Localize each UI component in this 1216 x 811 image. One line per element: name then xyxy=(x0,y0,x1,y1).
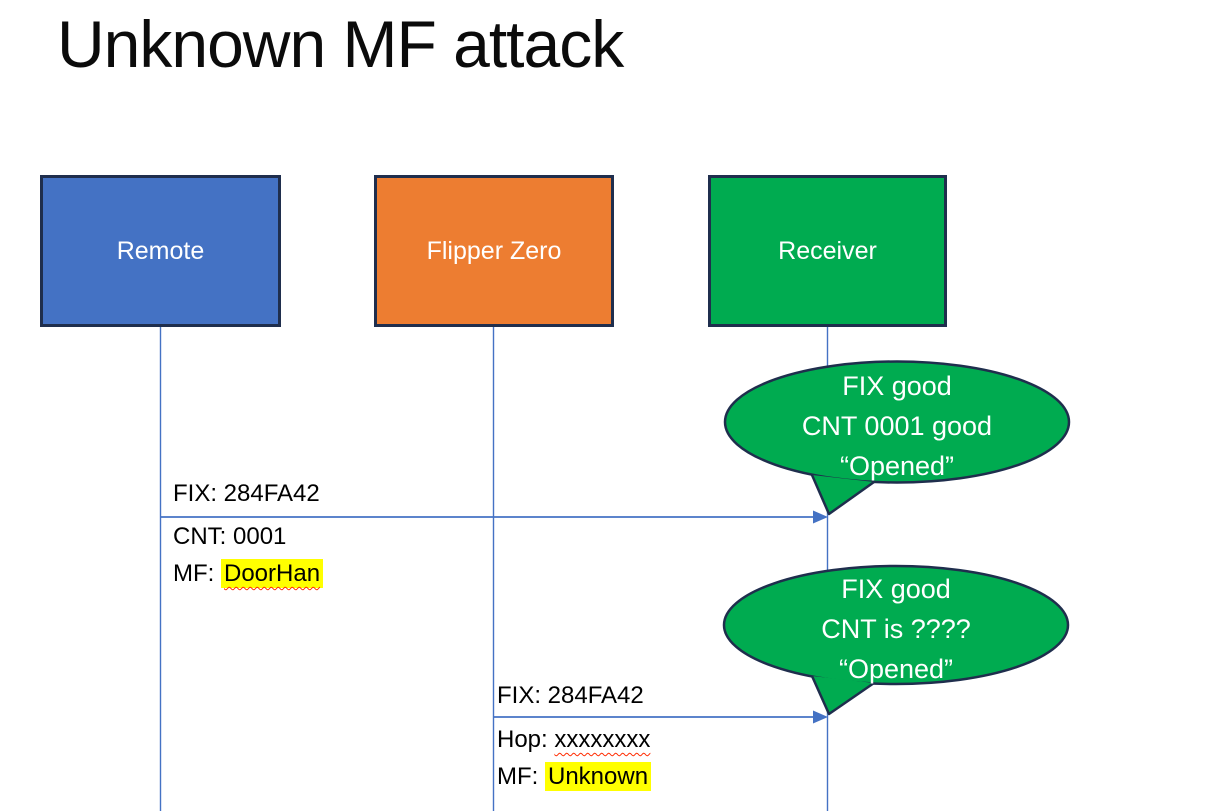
actor-label-receiver: Receiver xyxy=(778,236,877,265)
message2-line2: Hop: xxxxxxxx xyxy=(497,721,651,758)
message1-line3-prefix: MF: xyxy=(173,560,221,587)
message1-arrowhead xyxy=(813,510,828,524)
message1-line2: CNT: 0001 xyxy=(173,523,287,550)
message2-line3: MF: Unknown xyxy=(497,758,652,795)
message2-line2-prefix: Hop: xyxy=(497,726,555,753)
actor-box-receiver: Receiver xyxy=(708,175,947,327)
bubble2-line2: CNT is ???? xyxy=(821,614,971,644)
message2-arrowhead xyxy=(813,710,828,724)
bubble2-shape xyxy=(722,564,1070,716)
actor-box-remote: Remote xyxy=(40,175,281,327)
message2-line3-prefix: MF: xyxy=(497,763,545,790)
bubble1-line1: FIX good xyxy=(842,371,952,401)
bubble2-line3: “Opened” xyxy=(838,654,954,684)
message1-line3: MF: DoorHan xyxy=(173,555,324,592)
slide-title: Unknown MF attack xyxy=(57,7,624,81)
bubble1-text: FIX good CNT 0001 good “Opened” xyxy=(725,366,1069,486)
bubble2-line1: FIX good xyxy=(841,574,951,604)
message1-line3-value-highlighted: DoorHan xyxy=(221,559,324,588)
message2-label-below: Hop: xxxxxxxx MF: Unknown xyxy=(497,721,652,795)
bubble2-text: FIX good CNT is ???? “Opened” xyxy=(724,569,1068,689)
actor-box-flipper-zero: Flipper Zero xyxy=(374,175,614,327)
actor-label-remote: Remote xyxy=(116,236,205,265)
message1-label-below: CNT: 0001 MF: DoorHan xyxy=(173,518,324,592)
message2-label-above: FIX: 284FA42 xyxy=(497,682,644,709)
message2-line2-value-squiggle: xxxxxxxx xyxy=(554,726,651,753)
message1-label-above: FIX: 284FA42 xyxy=(173,480,320,507)
bubble1-line2: CNT 0001 good xyxy=(801,411,993,441)
message2-line3-value-highlighted: Unknown xyxy=(545,762,652,791)
bubble1-line3: “Opened” xyxy=(839,451,955,481)
actor-label-flipper-zero: Flipper Zero xyxy=(426,236,562,265)
bubble1-shape xyxy=(723,360,1071,516)
